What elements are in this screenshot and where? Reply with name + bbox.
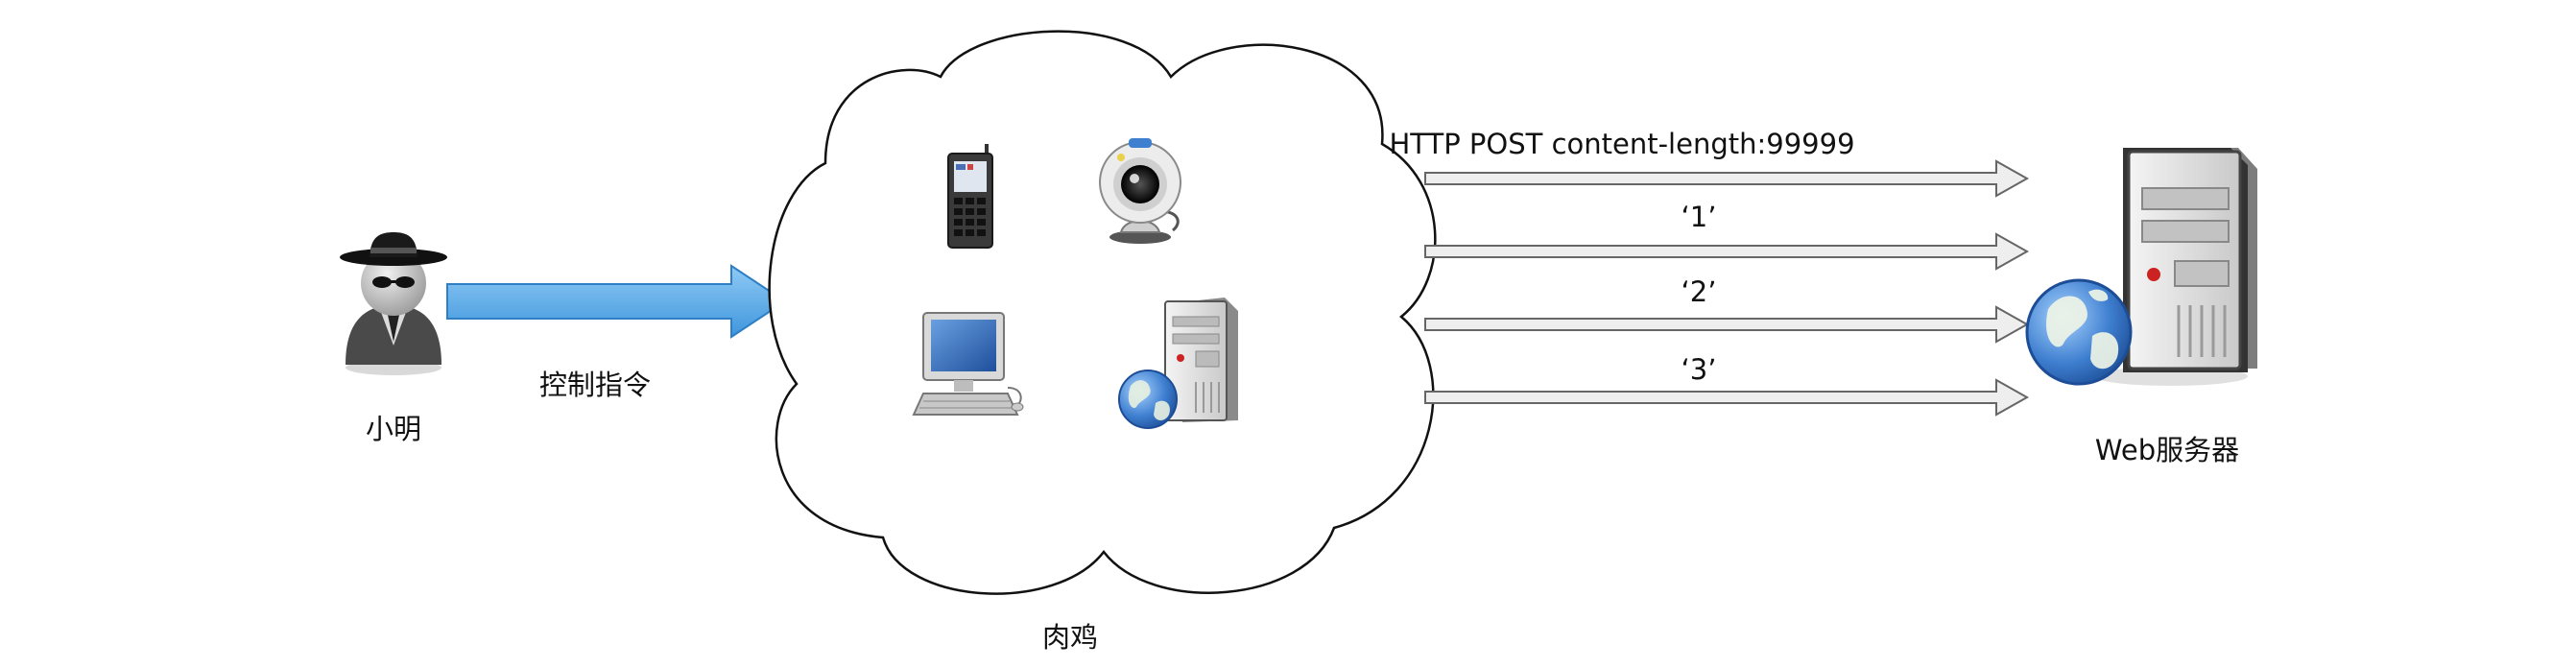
request-label-4: ‘3’ [1681,353,1717,386]
request-label-1: HTTP POST content-length:99999 [1389,128,1855,160]
request-arrow-2 [1424,232,2030,271]
globe-server-icon [1118,298,1238,429]
hacker-icon [340,232,447,375]
web-server-icon [2025,148,2257,386]
request-arrow-4 [1424,378,2030,417]
command-label: 控制指令 [538,369,652,401]
request-arrow-1 [1424,159,2030,198]
desktop-computer-icon [912,312,1024,416]
server-label: Web服务器 [2094,434,2240,466]
botnet-label: 肉鸡 [1041,621,1099,654]
request-label-3: ‘2’ [1681,275,1717,308]
mobile-phone-icon [947,144,993,249]
request-arrows [1424,159,2030,417]
request-arrow-3 [1424,305,2030,344]
request-label-2: ‘1’ [1681,201,1717,233]
webcam-icon [1099,138,1181,244]
attacker-label: 小明 [365,413,422,445]
command-arrow [446,264,787,339]
botnet-cloud [768,30,1437,595]
